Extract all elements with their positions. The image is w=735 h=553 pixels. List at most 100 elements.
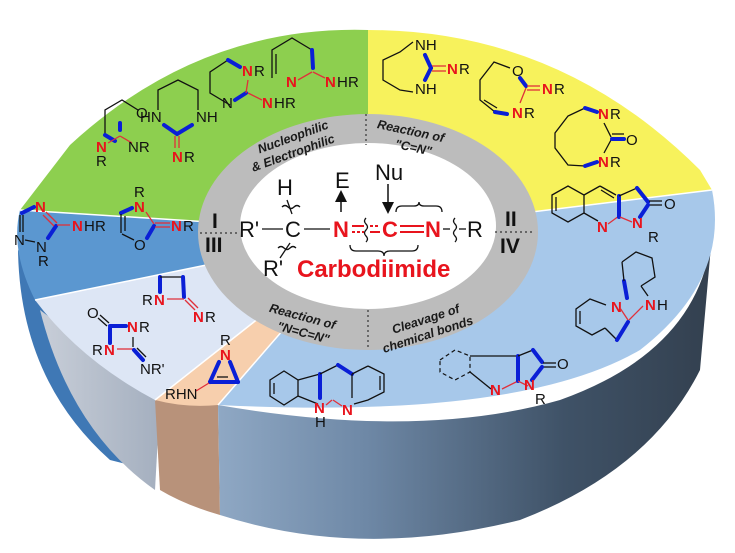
bottom-brace xyxy=(349,244,419,257)
svg-text:N: N xyxy=(286,74,297,91)
roman-IV: IV xyxy=(500,235,520,258)
svg-text:N: N xyxy=(222,95,233,112)
svg-text:N: N xyxy=(645,297,656,314)
core-structure: R' C H R' N E C Nu N R Carbodiimide xyxy=(239,160,483,283)
svg-text:HN: HN xyxy=(140,109,162,126)
blue-indolobenzimidazole: N H N xyxy=(575,251,668,342)
svg-text:N: N xyxy=(490,382,501,399)
blue-indoloquinoline: N H N xyxy=(269,363,385,431)
svg-text:N: N xyxy=(597,219,608,236)
yellow-diazepanone: N R N R O xyxy=(554,106,638,171)
yellow-diazepine-imine: NH NH N R xyxy=(382,37,470,98)
svg-text:R: R xyxy=(38,253,49,270)
svg-text:R: R xyxy=(139,319,150,336)
core-right-r: R xyxy=(467,217,483,242)
svg-text:R: R xyxy=(610,154,621,171)
svg-text:N: N xyxy=(154,292,165,309)
svg-text:R: R xyxy=(183,218,194,235)
blue-pyrroloquinolinone: N O N R xyxy=(551,185,676,246)
core-c: C xyxy=(382,217,398,242)
svg-text:R: R xyxy=(285,95,296,112)
svg-text:N: N xyxy=(220,347,231,364)
blue-aminotriazole: N N N R N H R xyxy=(14,199,106,270)
core-left-r: R' xyxy=(239,217,259,242)
svg-text:N: N xyxy=(632,215,643,232)
svg-text:N: N xyxy=(134,199,145,216)
svg-text:NH: NH xyxy=(196,109,218,126)
svg-text:N: N xyxy=(447,61,458,78)
lavender-diazetidinone-imine: O N R R N NR' xyxy=(87,305,165,378)
lavender-azetidine-imine: R N N R xyxy=(142,275,216,326)
core-carbon: C xyxy=(285,217,301,242)
svg-text:N: N xyxy=(325,74,336,91)
svg-text:R: R xyxy=(648,229,659,246)
svg-text:N: N xyxy=(512,105,523,122)
svg-text:R: R xyxy=(524,105,535,122)
green-aminopyridine: N N H R xyxy=(271,37,359,91)
yellow-oxazepine-imine: O N R N R xyxy=(479,61,565,122)
svg-text:R: R xyxy=(554,81,565,98)
svg-text:N: N xyxy=(342,402,353,419)
svg-text:R: R xyxy=(205,309,216,326)
roman-II: II xyxy=(505,208,517,231)
svg-text:O: O xyxy=(664,196,676,213)
green-tetrahydropyrimidine-amine: N R N N H R xyxy=(209,58,296,112)
svg-text:R: R xyxy=(95,218,106,235)
green-oxazinane-imine: O N R NR xyxy=(96,99,150,170)
side-wall-peach xyxy=(155,400,220,515)
svg-text:N: N xyxy=(36,239,47,256)
side-wall-lavender xyxy=(40,310,160,490)
svg-text:N: N xyxy=(611,299,622,316)
svg-text:R: R xyxy=(142,292,153,309)
svg-text:O: O xyxy=(512,63,524,80)
svg-text:R: R xyxy=(220,332,231,349)
svg-text:H: H xyxy=(315,414,326,431)
svg-text:H: H xyxy=(657,297,668,314)
svg-text:O: O xyxy=(134,237,146,254)
core-electrophile: E xyxy=(335,168,350,193)
svg-text:H: H xyxy=(274,95,285,112)
diagram-title: Carbodiimide xyxy=(297,256,450,283)
svg-text:O: O xyxy=(87,305,99,322)
core-nucleophile: Nu xyxy=(375,160,403,185)
n-atom: N xyxy=(96,139,107,156)
svg-text:R: R xyxy=(459,61,470,78)
svg-text:N: N xyxy=(524,377,535,394)
core-n2: N xyxy=(425,217,441,242)
svg-text:NH: NH xyxy=(415,37,437,54)
svg-text:R: R xyxy=(184,149,195,166)
svg-text:R: R xyxy=(610,106,621,123)
svg-text:R: R xyxy=(535,391,546,408)
svg-text:RHN: RHN xyxy=(165,386,198,403)
svg-text:N: N xyxy=(542,81,553,98)
roman-III: III xyxy=(205,234,223,257)
side-wall-blue-right xyxy=(218,235,712,539)
svg-text:N: N xyxy=(171,218,182,235)
green-pyrimidine-imine: HN NH N R xyxy=(140,79,218,166)
svg-text:R: R xyxy=(254,63,265,80)
core-n1: N xyxy=(333,217,349,242)
svg-text:NH: NH xyxy=(415,81,437,98)
svg-text:H: H xyxy=(84,218,95,235)
svg-text:N: N xyxy=(35,199,46,216)
svg-text:R: R xyxy=(96,153,107,170)
svg-text:R: R xyxy=(134,184,145,201)
svg-text:N: N xyxy=(262,95,273,112)
svg-text:N: N xyxy=(314,400,325,417)
svg-text:N: N xyxy=(104,342,115,359)
svg-text:O: O xyxy=(136,105,148,122)
svg-text:NR: NR xyxy=(128,139,150,156)
core-bottom-r: R' xyxy=(263,256,283,281)
svg-text:N: N xyxy=(598,106,609,123)
svg-text:N: N xyxy=(193,309,204,326)
svg-text:R: R xyxy=(92,342,103,359)
quadrant-dividers xyxy=(200,114,535,350)
blue-oxazole-imine: R N O N R xyxy=(119,184,194,254)
svg-text:R: R xyxy=(348,74,359,91)
svg-text:H: H xyxy=(337,74,348,91)
svg-text:N: N xyxy=(242,63,253,80)
core-top-h: H xyxy=(277,175,293,200)
svg-text:NR': NR' xyxy=(140,361,165,378)
